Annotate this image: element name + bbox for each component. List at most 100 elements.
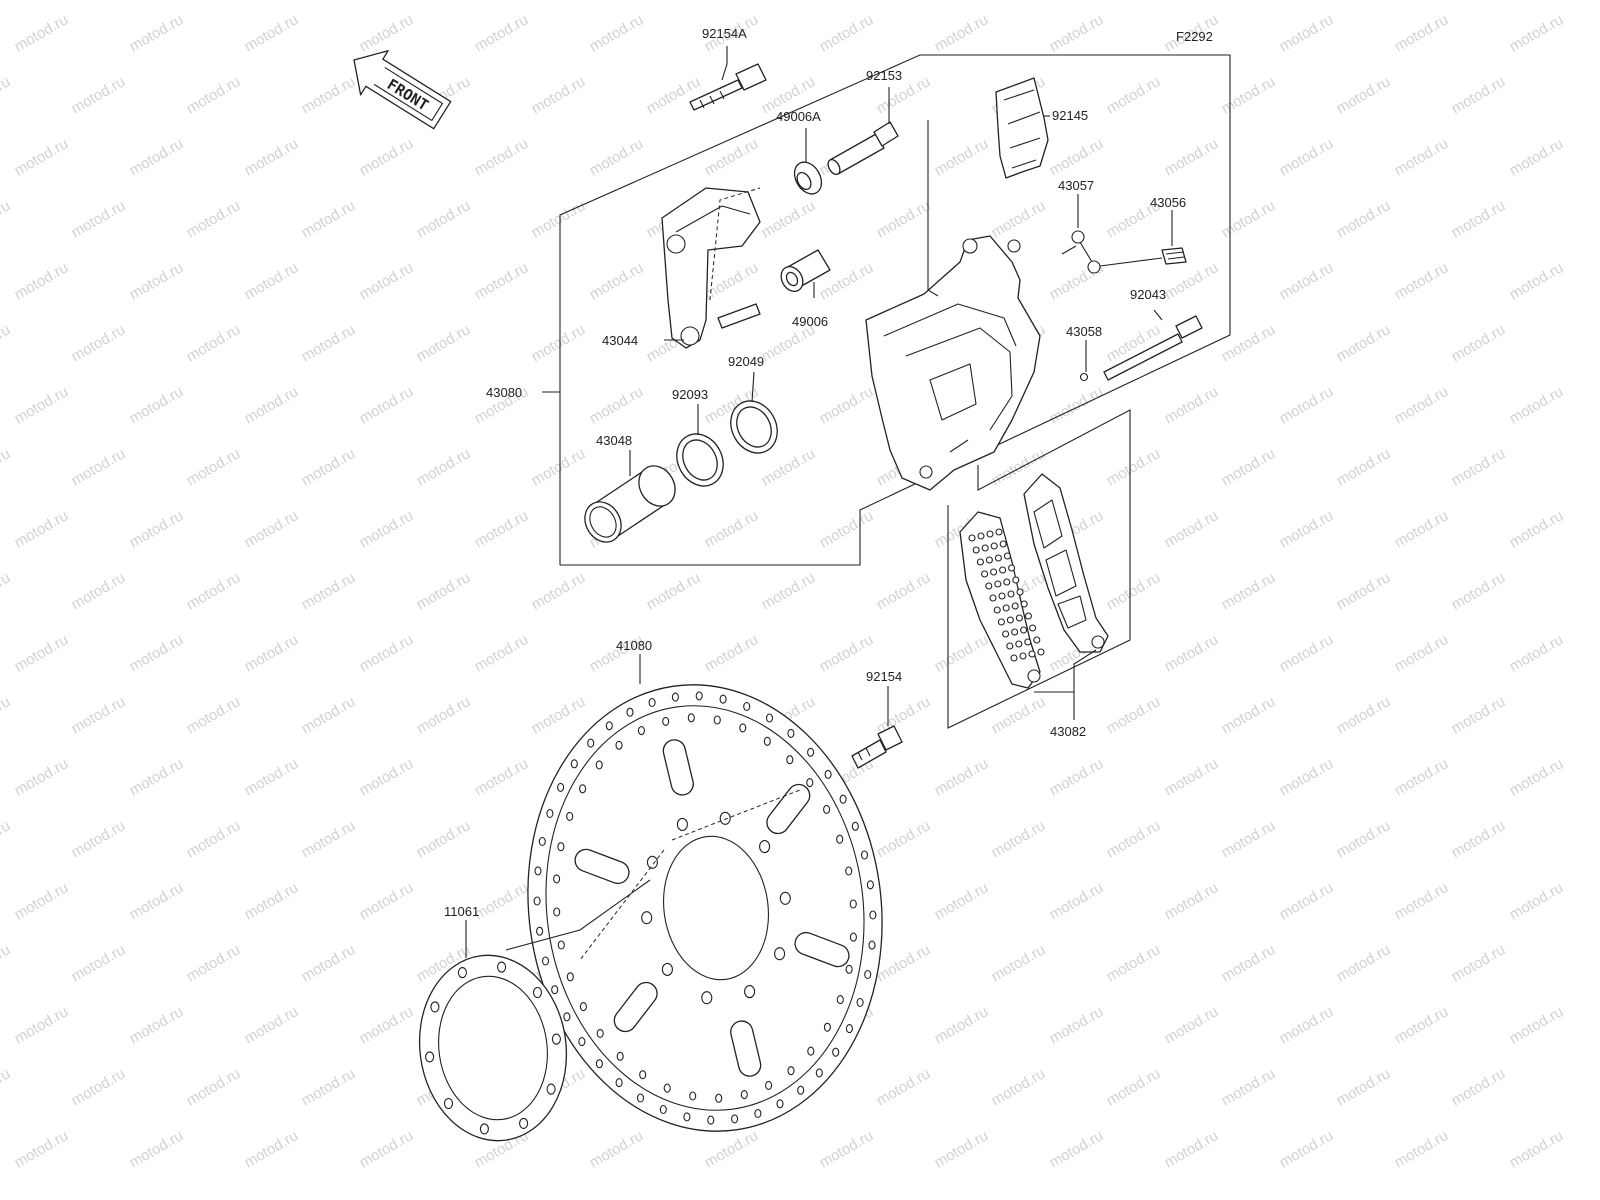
disc-hole (815, 1068, 823, 1078)
watermark-text: motod.ru (1104, 445, 1164, 489)
watermark-text: motod.ru (1104, 569, 1164, 613)
disc-hole (563, 1012, 571, 1022)
watermark-text: motod.ru (242, 383, 302, 427)
bushing-49006 (780, 249, 831, 292)
disc-hole (557, 842, 565, 852)
disc-hole (807, 1046, 815, 1056)
watermark-text: motod.ru (0, 817, 13, 861)
watermark-text: motod.ru (69, 1065, 129, 1109)
bushing-49006a (793, 161, 823, 195)
shim-hole (497, 961, 507, 973)
watermark-text: motod.ru (1219, 197, 1279, 241)
watermark-text: motod.ru (1162, 383, 1222, 427)
label-49006a: 49006A (776, 109, 821, 124)
disc-bolt-hole (646, 855, 658, 869)
bracket-43044 (661, 187, 761, 349)
pad-dot (1037, 648, 1045, 656)
watermark-text: motod.ru (184, 817, 244, 861)
disc-hole (639, 1070, 647, 1080)
seal-92049 (730, 400, 778, 454)
watermark-text: motod.ru (1449, 941, 1509, 985)
disc-bolt-hole (774, 947, 786, 961)
disc-bolt-hole (661, 962, 673, 976)
watermark-text: motod.ru (1507, 1003, 1567, 1047)
watermark-text: motod.ru (242, 259, 302, 303)
label-43082: 43082 (1050, 724, 1086, 739)
label-41080: 41080 (616, 638, 652, 653)
disc-hole (851, 821, 859, 831)
watermark-text: motod.ru (299, 321, 359, 365)
disc-hole (663, 1083, 671, 1093)
watermark-text: motod.ru (357, 11, 417, 55)
watermark-text: motod.ru (12, 383, 72, 427)
shim-hole (546, 1083, 556, 1095)
disc-hole (797, 1085, 805, 1095)
watermark-text: motod.ru (1219, 693, 1279, 737)
watermark-text: motod.ru (932, 1003, 992, 1047)
watermark-text: motod.ru (587, 135, 647, 179)
shim-11061 (418, 954, 568, 1142)
watermark-text: motod.ru (357, 135, 417, 179)
disc-hole (578, 1037, 586, 1047)
pad-dot (1012, 576, 1020, 584)
watermark-text: motod.ru (12, 11, 72, 55)
watermark-text: motod.ru (702, 631, 762, 675)
watermark-text: motod.ru (702, 1127, 762, 1171)
bolt-92154a (689, 63, 767, 111)
watermark-text: motod.ru (1277, 879, 1337, 923)
watermark-text: motod.ru (69, 445, 129, 489)
disc-hole (570, 759, 578, 769)
shim-hole (519, 1117, 529, 1129)
disc-hole (595, 760, 603, 770)
watermark-text: motod.ru (1392, 1127, 1452, 1171)
disc-hole (538, 836, 546, 847)
alignment-dashed-line (579, 849, 665, 961)
bleeder-cap-43057 (1071, 230, 1101, 274)
watermark-text: motod.ru (472, 879, 532, 923)
alignment-dashed-line (671, 789, 801, 841)
watermark-text: motod.ru (817, 1127, 877, 1171)
watermark-text: motod.ru (184, 1065, 244, 1109)
watermark-text: motod.ru (69, 197, 129, 241)
disc-hole (823, 1022, 831, 1032)
disc-hole (845, 866, 853, 876)
watermark-text: motod.ru (1334, 197, 1394, 241)
label-43057: 43057 (1058, 178, 1094, 193)
watermark-text: motod.ru (1277, 631, 1337, 675)
watermark-text: motod.ru (702, 507, 762, 551)
piston-43048 (584, 465, 676, 543)
watermark-text: motod.ru (1449, 817, 1509, 861)
pad-dot (994, 580, 1002, 588)
brake-disc-41080 (527, 684, 883, 1132)
disc-hole (836, 834, 844, 844)
watermark-text: motod.ru (414, 197, 474, 241)
watermark-text: motod.ru (759, 569, 819, 613)
watermark-text: motod.ru (1277, 135, 1337, 179)
shim-hole (551, 1033, 561, 1045)
pad-dot (1006, 642, 1014, 650)
disc-slot (574, 848, 630, 885)
disc-hole (763, 736, 771, 746)
watermark-text: motod.ru (1449, 1065, 1509, 1109)
watermark-text: motod.ru (414, 321, 474, 365)
disc-hole (566, 811, 574, 821)
disc-hole (566, 972, 574, 982)
watermark-text: motod.ru (12, 879, 72, 923)
watermark-text: motod.ru (1047, 135, 1107, 179)
disc-hole (662, 716, 670, 726)
watermark-text: motod.ru (472, 631, 532, 675)
figure-code: F2292 (1176, 29, 1213, 44)
watermark-text: motod.ru (242, 879, 302, 923)
watermark-text: motod.ru (1449, 693, 1509, 737)
pad-dot (972, 546, 980, 554)
label-92154: 92154 (866, 669, 902, 684)
disc-hole (860, 850, 869, 860)
pad-dot (1007, 590, 1015, 598)
watermark-text: motod.ru (702, 135, 762, 179)
label-49006: 49006 (792, 314, 828, 329)
pad-dot (1028, 650, 1036, 658)
watermark-text: motod.ru (414, 817, 474, 861)
watermark-text: motod.ru (1449, 445, 1509, 489)
watermark-text: motod.ru (127, 383, 187, 427)
disc-hole (765, 1080, 773, 1090)
